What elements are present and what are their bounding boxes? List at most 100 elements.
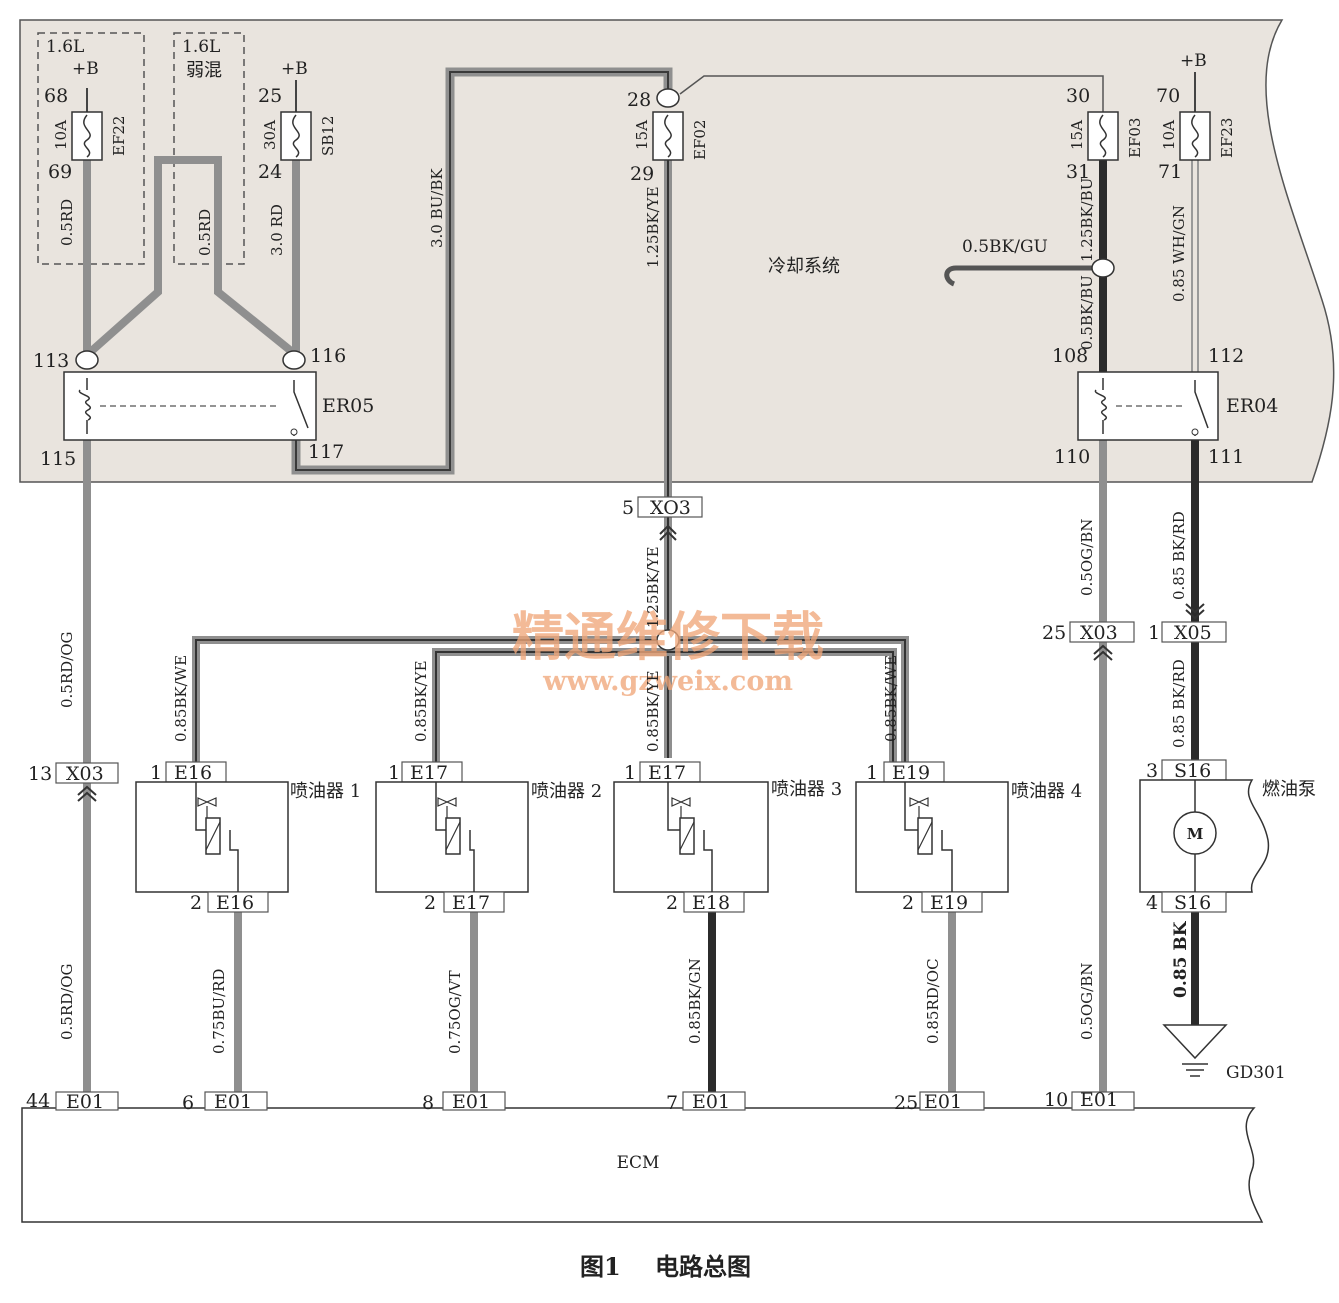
wire-label-rd-og-top: 0.5RD/OG — [58, 631, 76, 708]
er04-pin-108: 108 — [1052, 345, 1088, 367]
x03-5-pin: 5 — [622, 497, 634, 519]
fuse-relay-box-panel — [19, 19, 1335, 483]
inj4-top-pin: 1 — [866, 762, 878, 784]
splice-113 — [75, 350, 99, 370]
wire-label-inj2-out: 0.75OG/VT — [446, 970, 464, 1054]
x03-13-pin: 13 — [28, 763, 52, 785]
inj3-bot-pin: 2 — [666, 892, 678, 914]
sb12-pin-out: 24 — [258, 161, 282, 183]
wire-label-mid: 0.5RD — [196, 209, 214, 256]
inj3-top-conn: E17 — [648, 762, 686, 784]
wire-label-bk-rd-top: 0.85 BK/RD — [1170, 511, 1188, 600]
wire-label-bu-bk: 3.0 BU/BK — [428, 168, 446, 248]
er04-pin-110: 110 — [1054, 446, 1090, 468]
wire-label-ef22-out: 0.5RD — [58, 199, 76, 246]
ecm-conn-8: E01 — [452, 1091, 490, 1113]
inj2-label: 喷油器 2 — [531, 781, 602, 802]
wire-label-inj3-in: 0.85BK/YE — [644, 670, 662, 752]
splice-28 — [656, 88, 680, 108]
ecm-conn-10: E01 — [1080, 1089, 1118, 1111]
ef22-name: EF22 — [110, 116, 128, 156]
pump-motor-symbol: M — [1187, 825, 1204, 843]
inj2-bot-pin: 2 — [424, 892, 436, 914]
er04-pin-112: 112 — [1208, 345, 1244, 367]
ef02-pin-in: 28 — [627, 89, 651, 111]
inj3-label: 喷油器 3 — [771, 779, 842, 800]
wire-label-og-bn-bot: 0.5OG/BN — [1078, 963, 1096, 1040]
fuel-pump — [1139, 759, 1270, 913]
inj1-label: 喷油器 1 — [290, 781, 361, 802]
ef22-pin-out: 69 — [48, 161, 72, 183]
wire-label-sb12-out: 3.0 RD — [268, 204, 286, 256]
ecm-label: ECM — [617, 1153, 660, 1173]
pump-bot-conn: S16 — [1174, 892, 1211, 914]
wire-ef02-ef03-bus — [679, 75, 1104, 112]
inj3-bot-conn: E18 — [692, 892, 730, 914]
sb12-rating: 30A — [261, 120, 279, 150]
weak-mix-line1: 1.6L — [182, 37, 220, 57]
inj2-top-conn: E17 — [410, 762, 448, 784]
fuel-pump-motor-icon — [1173, 811, 1217, 855]
ecm-pin-44: 44 — [26, 1090, 50, 1112]
x03-13-name: X03 — [66, 763, 104, 785]
wire-label-inj1-in: 0.85BK/WE — [172, 655, 190, 742]
ef22-pin-in: 68 — [44, 85, 68, 107]
ef03-rating: 15A — [1068, 120, 1086, 150]
ecm-conn-7: E01 — [692, 1091, 730, 1113]
ef22-rating: 10A — [52, 120, 70, 150]
connector-plates — [55, 496, 1227, 784]
er04-pin-111: 111 — [1208, 446, 1244, 468]
wire-label-bk-gnd: 0.85 BK — [1171, 920, 1191, 998]
relay-er05 — [63, 371, 317, 441]
ef02-name: EF02 — [691, 120, 709, 160]
inj2-bot-conn: E17 — [452, 892, 490, 914]
ecm-conn-44: E01 — [66, 1091, 104, 1113]
x03-25-pin: 25 — [1042, 622, 1066, 644]
group-1-6l-weak-mix-box — [173, 32, 245, 265]
wire-label-inj1-out: 0.75BU/RD — [210, 969, 228, 1054]
inj4-bot-conn: E19 — [930, 892, 968, 914]
pump-bot-pin: 4 — [1146, 892, 1158, 914]
injector-3 — [613, 761, 769, 913]
labels: 1.6L +B 1.6L 弱混 +B +B 68 69 25 24 28 29 … — [26, 37, 1316, 1281]
wire-mid-loop — [84, 156, 299, 359]
wiring — [83, 67, 1199, 1094]
figure-title: 电路总图 — [655, 1252, 751, 1281]
x05-1-pin: 1 — [1148, 622, 1160, 644]
er05-pin-113: 113 — [33, 350, 69, 372]
er05-pin-116: 116 — [310, 345, 346, 367]
wire-label-inj4-out: 0.85RD/OC — [924, 958, 942, 1044]
relay-er04 — [1077, 371, 1219, 441]
sb12-pin-in: 25 — [258, 85, 282, 107]
inj3-top-pin: 1 — [624, 762, 636, 784]
injector-1 — [135, 761, 289, 913]
watermark-title: 精通维修下载 — [512, 607, 824, 668]
figure-number: 图1 — [580, 1252, 621, 1281]
ef03-name: EF03 — [1126, 118, 1144, 158]
wire-label-ef02-out: 1.25BK/YE — [644, 186, 662, 268]
inj4-label: 喷油器 4 — [1011, 781, 1082, 802]
inj2-top-pin: 1 — [388, 762, 400, 784]
weak-mix-line2: 弱混 — [186, 60, 222, 81]
ecm-pin-10: 10 — [1044, 1089, 1068, 1111]
ef23-name: EF23 — [1218, 118, 1236, 158]
ef23-rating: 10A — [1160, 120, 1178, 150]
cooling-system-label: 冷却系统 — [768, 256, 840, 277]
fuse-ef02 — [652, 111, 684, 161]
fuse-ef23 — [1179, 111, 1211, 161]
er04-name: ER04 — [1226, 395, 1278, 417]
pump-top-conn: S16 — [1174, 760, 1211, 782]
pump-top-pin: 3 — [1146, 760, 1158, 782]
wire-label-rd-og-bot: 0.5RD/OG — [58, 963, 76, 1040]
ecm-block — [21, 1107, 1264, 1223]
splice-points — [75, 88, 1115, 651]
ground-icon — [1162, 1024, 1228, 1077]
ground-label: GD301 — [1226, 1063, 1286, 1083]
ecm-pin-25: 25 — [894, 1092, 918, 1114]
inj4-top-conn: E19 — [892, 762, 930, 784]
sb12-name: SB12 — [319, 116, 337, 156]
er05-pin-117: 117 — [308, 441, 344, 463]
wire-label-bk-rd-mid: 0.85 BK/RD — [1170, 659, 1188, 748]
splice-cooling — [1091, 258, 1115, 278]
